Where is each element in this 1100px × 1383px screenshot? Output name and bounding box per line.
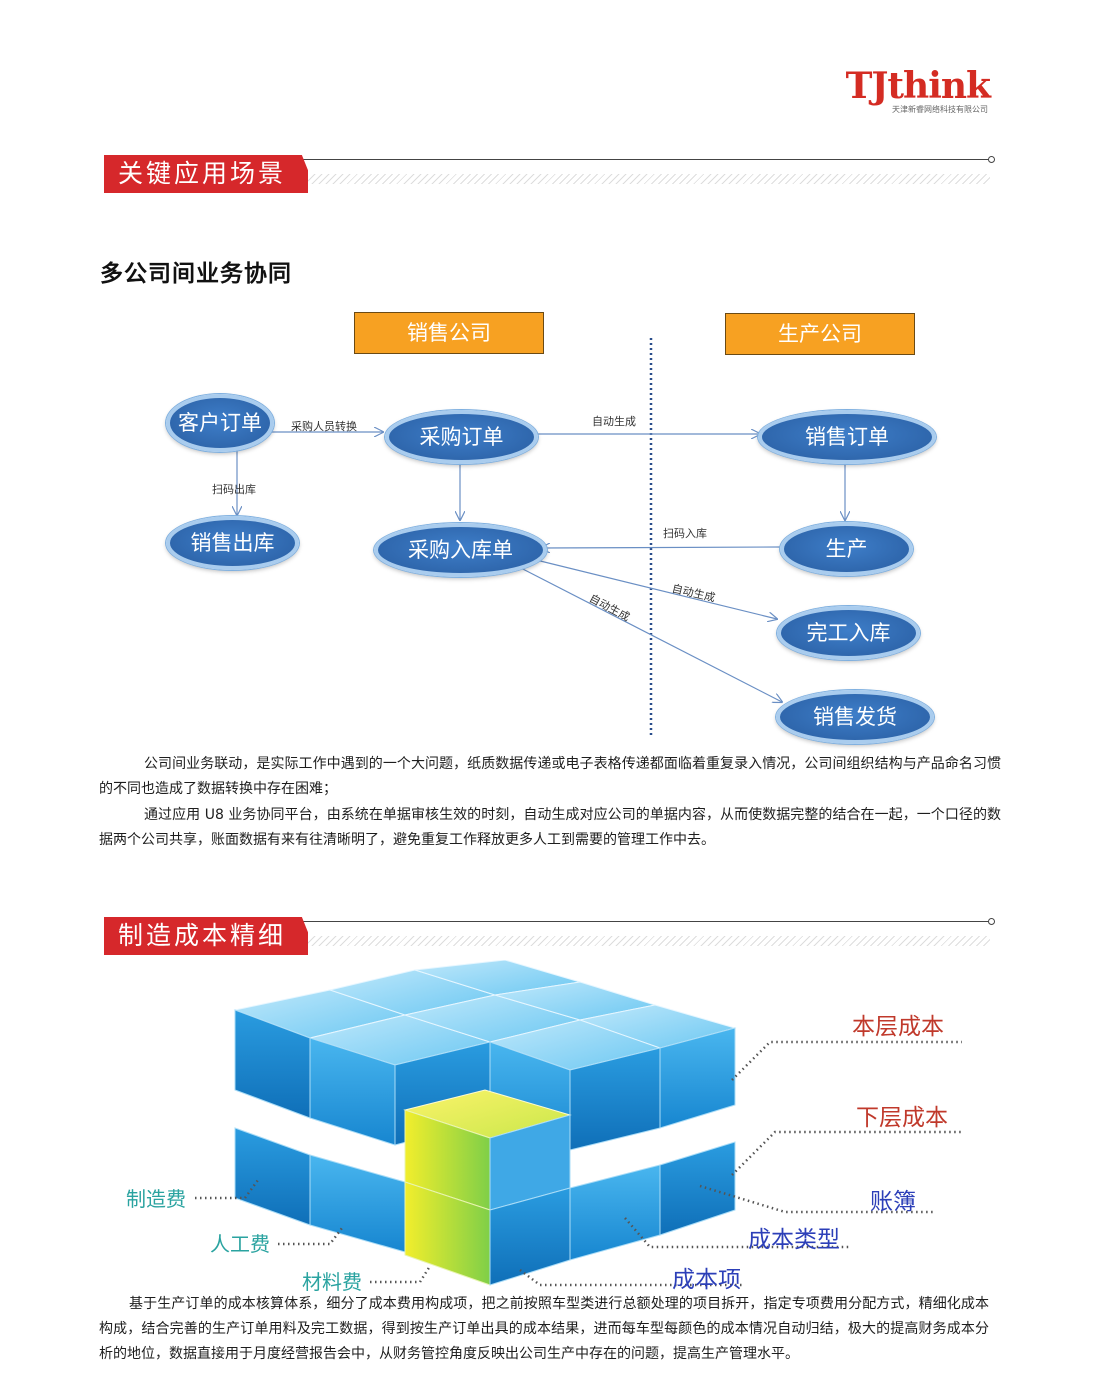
section-hatch-band [300, 936, 990, 946]
paragraph-cost-accounting: 基于生产订单的成本核算体系，细分了成本费用构成项，把之前按照车型类进行总额处理的… [99, 1292, 989, 1367]
paragraph-solution: 通过应用 U8 业务协同平台，由系统在单据审核生效的时刻，自动生成对应公司的单据… [99, 803, 1001, 853]
cube-label-manufacturing-fee: 制造费 [126, 1183, 186, 1212]
node-sales-order: 销售订单 [758, 410, 936, 464]
node-customer-order: 客户订单 [166, 394, 274, 452]
edge-label-auto-generate-top: 自动生成 [592, 413, 636, 429]
edge-label-buyer-convert: 采购人员转换 [291, 418, 357, 434]
cube-blocks [235, 960, 735, 1285]
section-tab-cost-accounting: 制造成本精细核算 [104, 917, 308, 955]
node-purchase-order: 采购订单 [385, 410, 538, 464]
node-completion-in: 完工入库 [777, 606, 920, 660]
company-box-production: 生产公司 [725, 313, 915, 355]
paragraph-problem: 公司间业务联动，是实际工作中遇到的一个大问题，纸质数据传递或电子表格传递都面临着… [99, 752, 1001, 802]
cube-label-cost-item: 成本项 [672, 1260, 741, 1294]
edge-label-scan-out: 扫码出库 [212, 481, 256, 497]
node-production: 生产 [780, 522, 913, 576]
cube-label-ledger: 账簿 [870, 1182, 916, 1216]
cube-label-labor-fee: 人工费 [210, 1228, 270, 1257]
node-purchase-in: 采购入库单 [374, 523, 547, 577]
cube-label-material-fee: 材料费 [302, 1266, 362, 1295]
flow-diagram-connectors [0, 0, 1100, 760]
edge-production-to-purchasein [541, 547, 780, 548]
edge-purchasein-to-delivery [515, 565, 782, 702]
node-sales-out: 销售出库 [166, 516, 299, 570]
cube-label-this-layer-cost: 本层成本 [852, 1007, 944, 1041]
section-divider-end-dot [988, 918, 995, 925]
edge-label-scan-in: 扫码入库 [663, 525, 707, 541]
section-divider-line [300, 921, 990, 922]
cube-label-lower-layer-cost: 下层成本 [856, 1098, 948, 1132]
company-box-sales: 销售公司 [354, 312, 544, 354]
node-sales-delivery: 销售发货 [776, 690, 934, 744]
cube-label-cost-type: 成本类型 [748, 1220, 840, 1254]
